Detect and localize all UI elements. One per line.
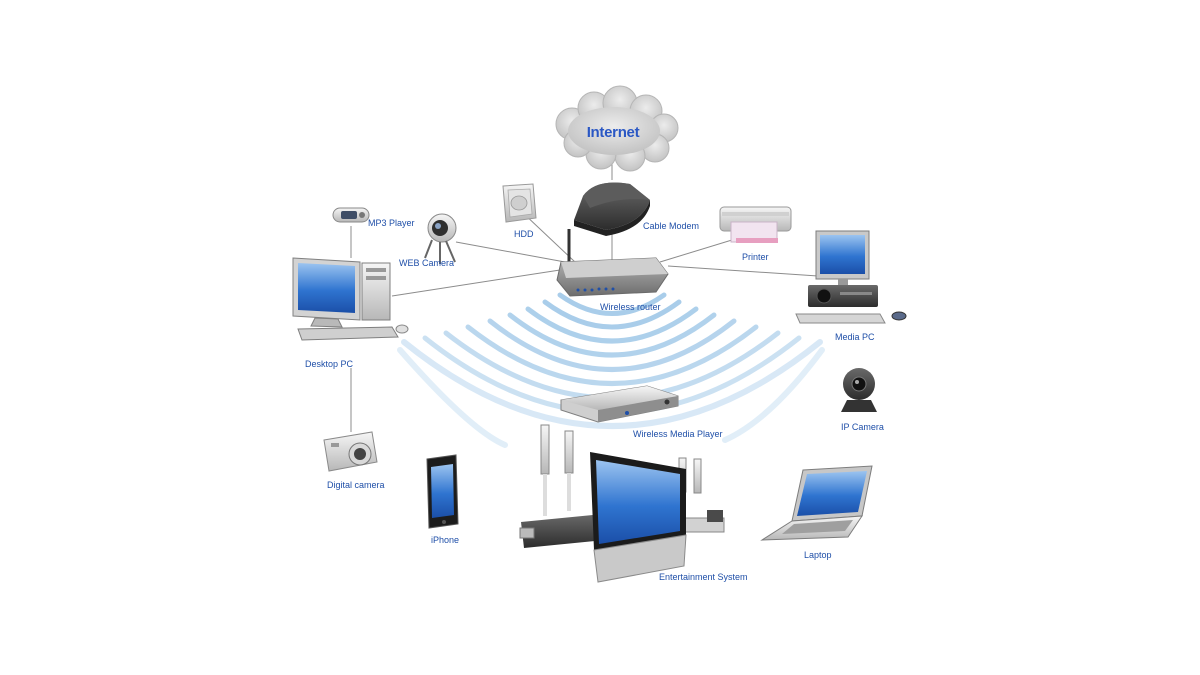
wireless-media-player-icon	[560, 385, 679, 423]
iphone-icon	[426, 454, 459, 529]
digital-camera-label: Digital camera	[327, 480, 385, 490]
wireless-router-label: Wireless router	[600, 302, 661, 312]
iphone-label: iPhone	[431, 535, 460, 545]
mp3-player-label: MP3 Player	[368, 218, 415, 228]
entertainment-system-label: Entertainment System	[659, 572, 748, 582]
internet-label: Internet	[586, 124, 640, 141]
media-pc-icon	[795, 230, 907, 324]
printer-label: Printer	[742, 252, 769, 262]
internet-cloud-icon	[555, 85, 679, 172]
cable-modem-icon	[574, 182, 650, 236]
digital-camera-icon	[323, 431, 378, 472]
media-pc-label: Media PC	[835, 332, 875, 342]
web-camera-label: WEB Camera	[399, 258, 455, 268]
laptop-label: Laptop	[804, 550, 832, 560]
desktop-pc-icon	[292, 257, 409, 341]
laptop-icon	[760, 465, 873, 541]
cable-modem-label: Cable Modem	[643, 221, 700, 231]
mp3-player-icon	[332, 207, 370, 223]
web-camera-icon	[424, 213, 457, 264]
wireless-router-icon	[556, 229, 669, 297]
desktop-pc-label: Desktop PC	[305, 359, 354, 369]
ip-camera-icon	[841, 368, 877, 412]
hdd-icon	[502, 183, 537, 223]
wireless-waves	[397, 292, 825, 448]
ip-camera-label: IP Camera	[841, 422, 884, 432]
printer-icon	[719, 206, 792, 243]
wireless-media-player-label: Wireless Media Player	[633, 429, 723, 439]
hdd-label: HDD	[514, 229, 534, 239]
entertainment-system-icon	[519, 424, 725, 583]
